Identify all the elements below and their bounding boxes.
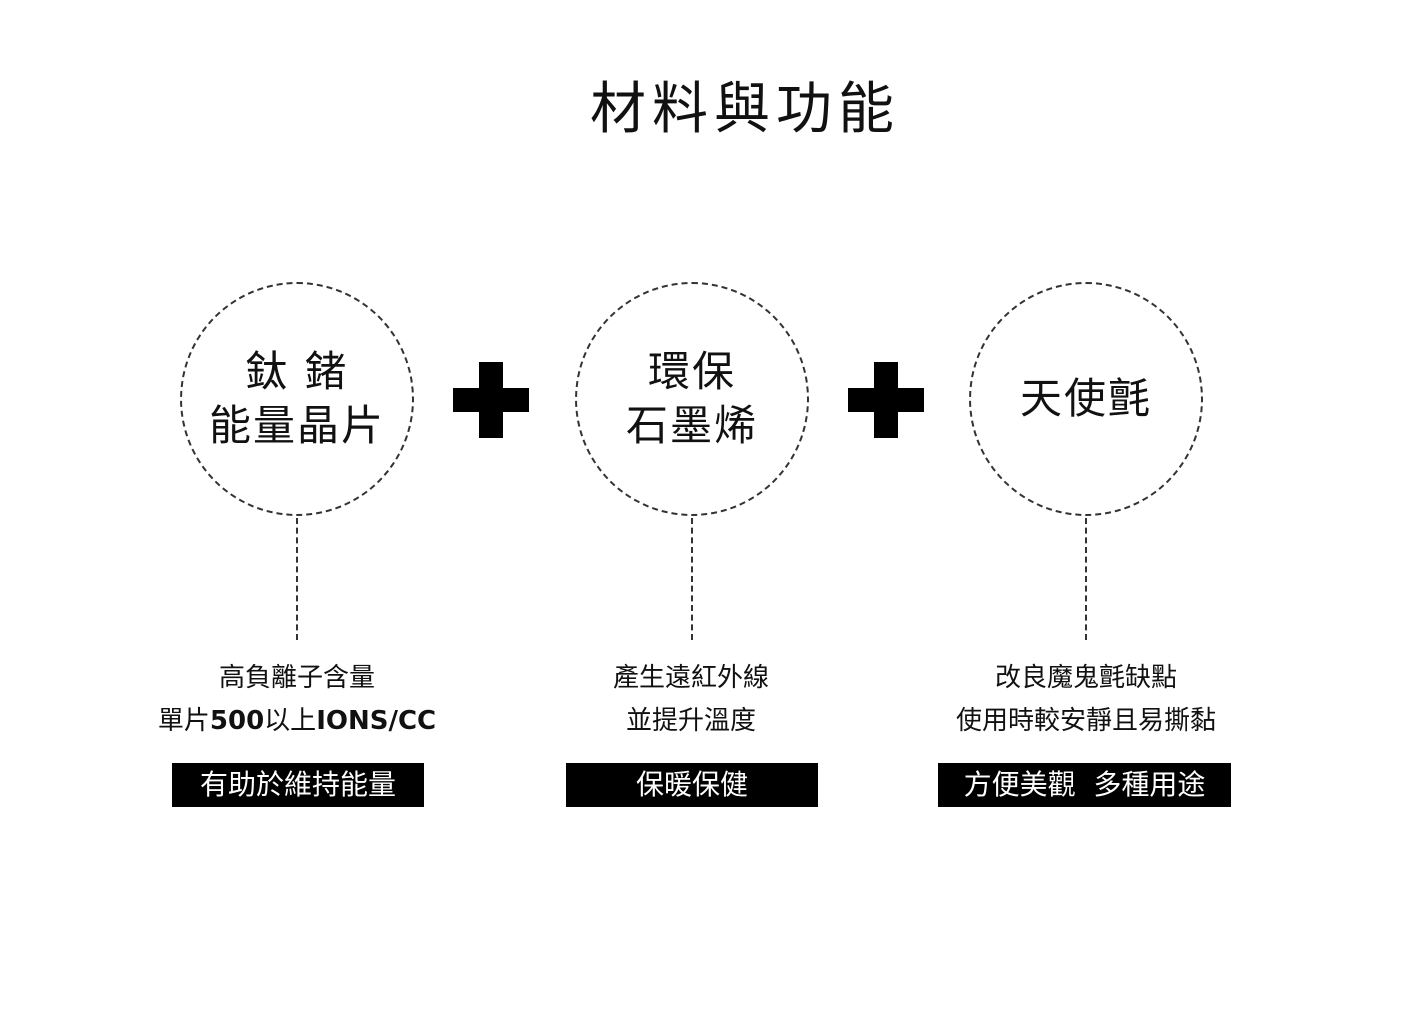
plus-icon: [848, 362, 924, 438]
connector-line: [1085, 518, 1087, 640]
material-circle-titanium-germanium: 鈦 鍺 能量晶片: [180, 282, 414, 516]
description-line: 並提升溫度: [625, 706, 756, 736]
benefit-tag: 有助於維持能量: [172, 763, 424, 807]
feature-description: 改良魔鬼氈缺點 使用時較安靜且易撕黏: [906, 657, 1266, 743]
circle-line: 天使氈: [1019, 374, 1152, 423]
plus-icon: [453, 362, 529, 438]
benefit-tag: 方便美觀 多種用途: [938, 763, 1231, 807]
material-circle-graphene: 環保 石墨烯: [575, 282, 809, 516]
circle-line: 環保: [647, 347, 736, 396]
benefit-tag: 保暖保健: [566, 763, 818, 807]
circle-line: 能量晶片: [208, 401, 385, 450]
description-line: 高負離子含量: [218, 663, 375, 693]
circle-line: 石墨烯: [625, 401, 758, 450]
description-line: 產生遠紅外線: [612, 663, 769, 693]
description-line: 改良魔鬼氈缺點: [994, 663, 1177, 693]
feature-description: 產生遠紅外線 並提升溫度: [511, 657, 871, 743]
connector-line: [296, 518, 298, 640]
material-circle-angel-velcro: 天使氈: [969, 282, 1203, 516]
description-line: 使用時較安靜且易撕黏: [955, 706, 1216, 736]
description-line: 單片500以上IONS/CC: [157, 706, 437, 736]
circle-line: 鈦 鍺: [245, 347, 349, 396]
connector-line: [691, 518, 693, 640]
page-title: 材料與功能: [590, 77, 900, 142]
feature-description: 高負離子含量 單片500以上IONS/CC: [117, 657, 477, 743]
